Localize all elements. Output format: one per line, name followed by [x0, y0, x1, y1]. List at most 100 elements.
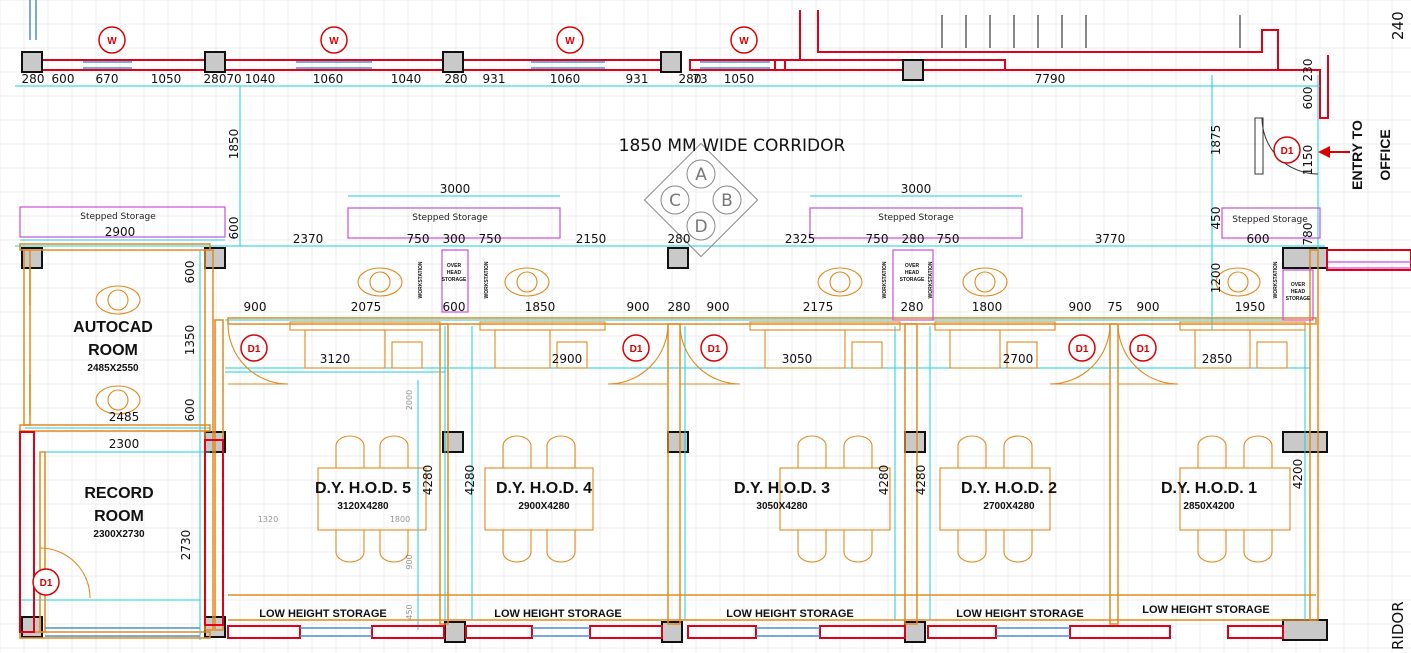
window-tag-label: W — [329, 36, 339, 47]
stepped-storage-label: Stepped Storage — [412, 213, 488, 223]
overhead-storage-label: HEAD — [905, 270, 920, 276]
door-tag-circle — [240, 334, 268, 362]
column — [667, 247, 689, 269]
overhead-storage-label: OVER — [447, 263, 462, 269]
dim-storage: 3000 — [901, 182, 932, 196]
overhead-storage-label: STORAGE — [442, 277, 467, 283]
low-height-storage-label: LOW HEIGHT STORAGE — [494, 608, 622, 620]
window-tag-label: W — [565, 36, 575, 47]
dim-cabin: 600 — [443, 300, 466, 314]
dim-left: 2730 — [179, 530, 193, 561]
autocad-room-name: ROOM — [88, 342, 138, 359]
dim-faint: 450 — [405, 604, 414, 619]
overhead-storage-label: HEAD — [447, 270, 462, 276]
dim-faint: 900 — [405, 554, 414, 569]
dim-room-width: 3050 — [782, 352, 813, 366]
dim-row: 2150 — [576, 232, 607, 246]
dim-autocad-width: 2485 — [109, 410, 140, 424]
dim-row: 750 — [479, 232, 502, 246]
dim-cabin: 2075 — [351, 300, 382, 314]
dim-row: 2900 — [105, 225, 136, 239]
cabin-size: 2700X4280 — [983, 501, 1035, 512]
dim-room-width: 3120 — [320, 352, 351, 366]
dim-row: 3770 — [1095, 232, 1126, 246]
door-tag-label: D1 — [40, 578, 53, 589]
dim-cabin: 900 — [244, 300, 267, 314]
column — [204, 247, 226, 269]
cabin-size: 3050X4280 — [756, 501, 808, 512]
column — [21, 247, 43, 269]
dim-top: 1050 — [151, 72, 182, 86]
dim-cabin: 75 — [1107, 300, 1122, 314]
door-tag-circle — [700, 334, 728, 362]
door-tag-label: D1 — [708, 344, 721, 355]
overhead-storage-label: STORAGE — [900, 277, 925, 283]
stair-lines — [941, 15, 1241, 48]
dim-record-width: 2300 — [109, 437, 140, 451]
cabin-size: 2850X4200 — [1183, 501, 1235, 512]
column — [21, 616, 43, 638]
column — [442, 51, 464, 73]
cabin-name: D.Y. H.O.D. 5 — [315, 480, 411, 497]
cabin-size: 3120X4280 — [337, 501, 389, 512]
dim-top: 600 — [52, 72, 75, 86]
column — [904, 621, 926, 643]
cabin-name: D.Y. H.O.D. 2 — [961, 480, 1057, 497]
overhead-storage-label: OVER — [905, 263, 920, 269]
door-tag-label: D1 — [630, 344, 643, 355]
entry-label-1: ENTRY TO — [1349, 120, 1365, 190]
low-height-storage-label: LOW HEIGHT STORAGE — [1142, 604, 1270, 616]
dim-right: 450 — [1209, 207, 1223, 230]
dim-right: 1875 — [1209, 125, 1223, 156]
dim-top: 280 — [22, 72, 45, 86]
dim-row: 2370 — [293, 232, 324, 246]
window-tag-label: W — [739, 36, 749, 47]
record-room-size: 2300X2730 — [93, 529, 145, 540]
dim-top: 73 — [692, 72, 707, 86]
dim-room-width: 2700 — [1003, 352, 1034, 366]
window-tag-circle — [320, 26, 348, 54]
dim-top: 1040 — [391, 72, 422, 86]
dim-cabin: 900 — [1069, 300, 1092, 314]
dim-cabin: 1950 — [1235, 300, 1266, 314]
column — [21, 51, 43, 73]
dim-cabin: 280 — [668, 300, 691, 314]
record-room-name: ROOM — [94, 508, 144, 525]
stepped-storage-label: Stepped Storage — [80, 212, 156, 222]
record-room-name: RECORD — [84, 485, 153, 502]
window-tag-label: W — [107, 36, 117, 47]
furniture — [39, 267, 1306, 599]
cabin-size: 2900X4280 — [518, 501, 570, 512]
column — [1282, 619, 1328, 641]
dim-cabin: 2175 — [803, 300, 834, 314]
cabin-name: D.Y. H.O.D. 4 — [496, 480, 592, 497]
dim-row: 300 — [443, 232, 466, 246]
autocad-room-size: 2485X2550 — [87, 363, 139, 374]
compass-b: B — [721, 191, 733, 211]
compass-c: C — [669, 191, 681, 211]
dim-top: 70 — [226, 72, 241, 86]
dim-left: 600 — [183, 399, 197, 422]
door-tag-label: D1 — [248, 344, 261, 355]
door-tag-circle — [1273, 136, 1301, 164]
dim-room-width: 2850 — [1202, 352, 1233, 366]
door-tag-circle — [1129, 334, 1157, 362]
door-tag-label: D1 — [1137, 344, 1150, 355]
dim-faint: 1800 — [390, 515, 410, 524]
workstation-label: WORKSTATION — [484, 261, 490, 298]
column — [444, 621, 466, 643]
low-height-storage-label: LOW HEIGHT STORAGE — [726, 608, 854, 620]
dim-row: 280 — [902, 232, 925, 246]
dim-room-width: 2900 — [552, 352, 583, 366]
corridor-label: 1850 MM WIDE CORRIDOR — [619, 136, 846, 156]
dim-row: 280 — [668, 232, 691, 246]
cabin-name: D.Y. H.O.D. 3 — [734, 480, 830, 497]
top-windows — [83, 61, 770, 69]
dimension-lines — [15, 75, 1325, 640]
dim-top: 280 — [445, 72, 468, 86]
dim-top: 931 — [626, 72, 649, 86]
